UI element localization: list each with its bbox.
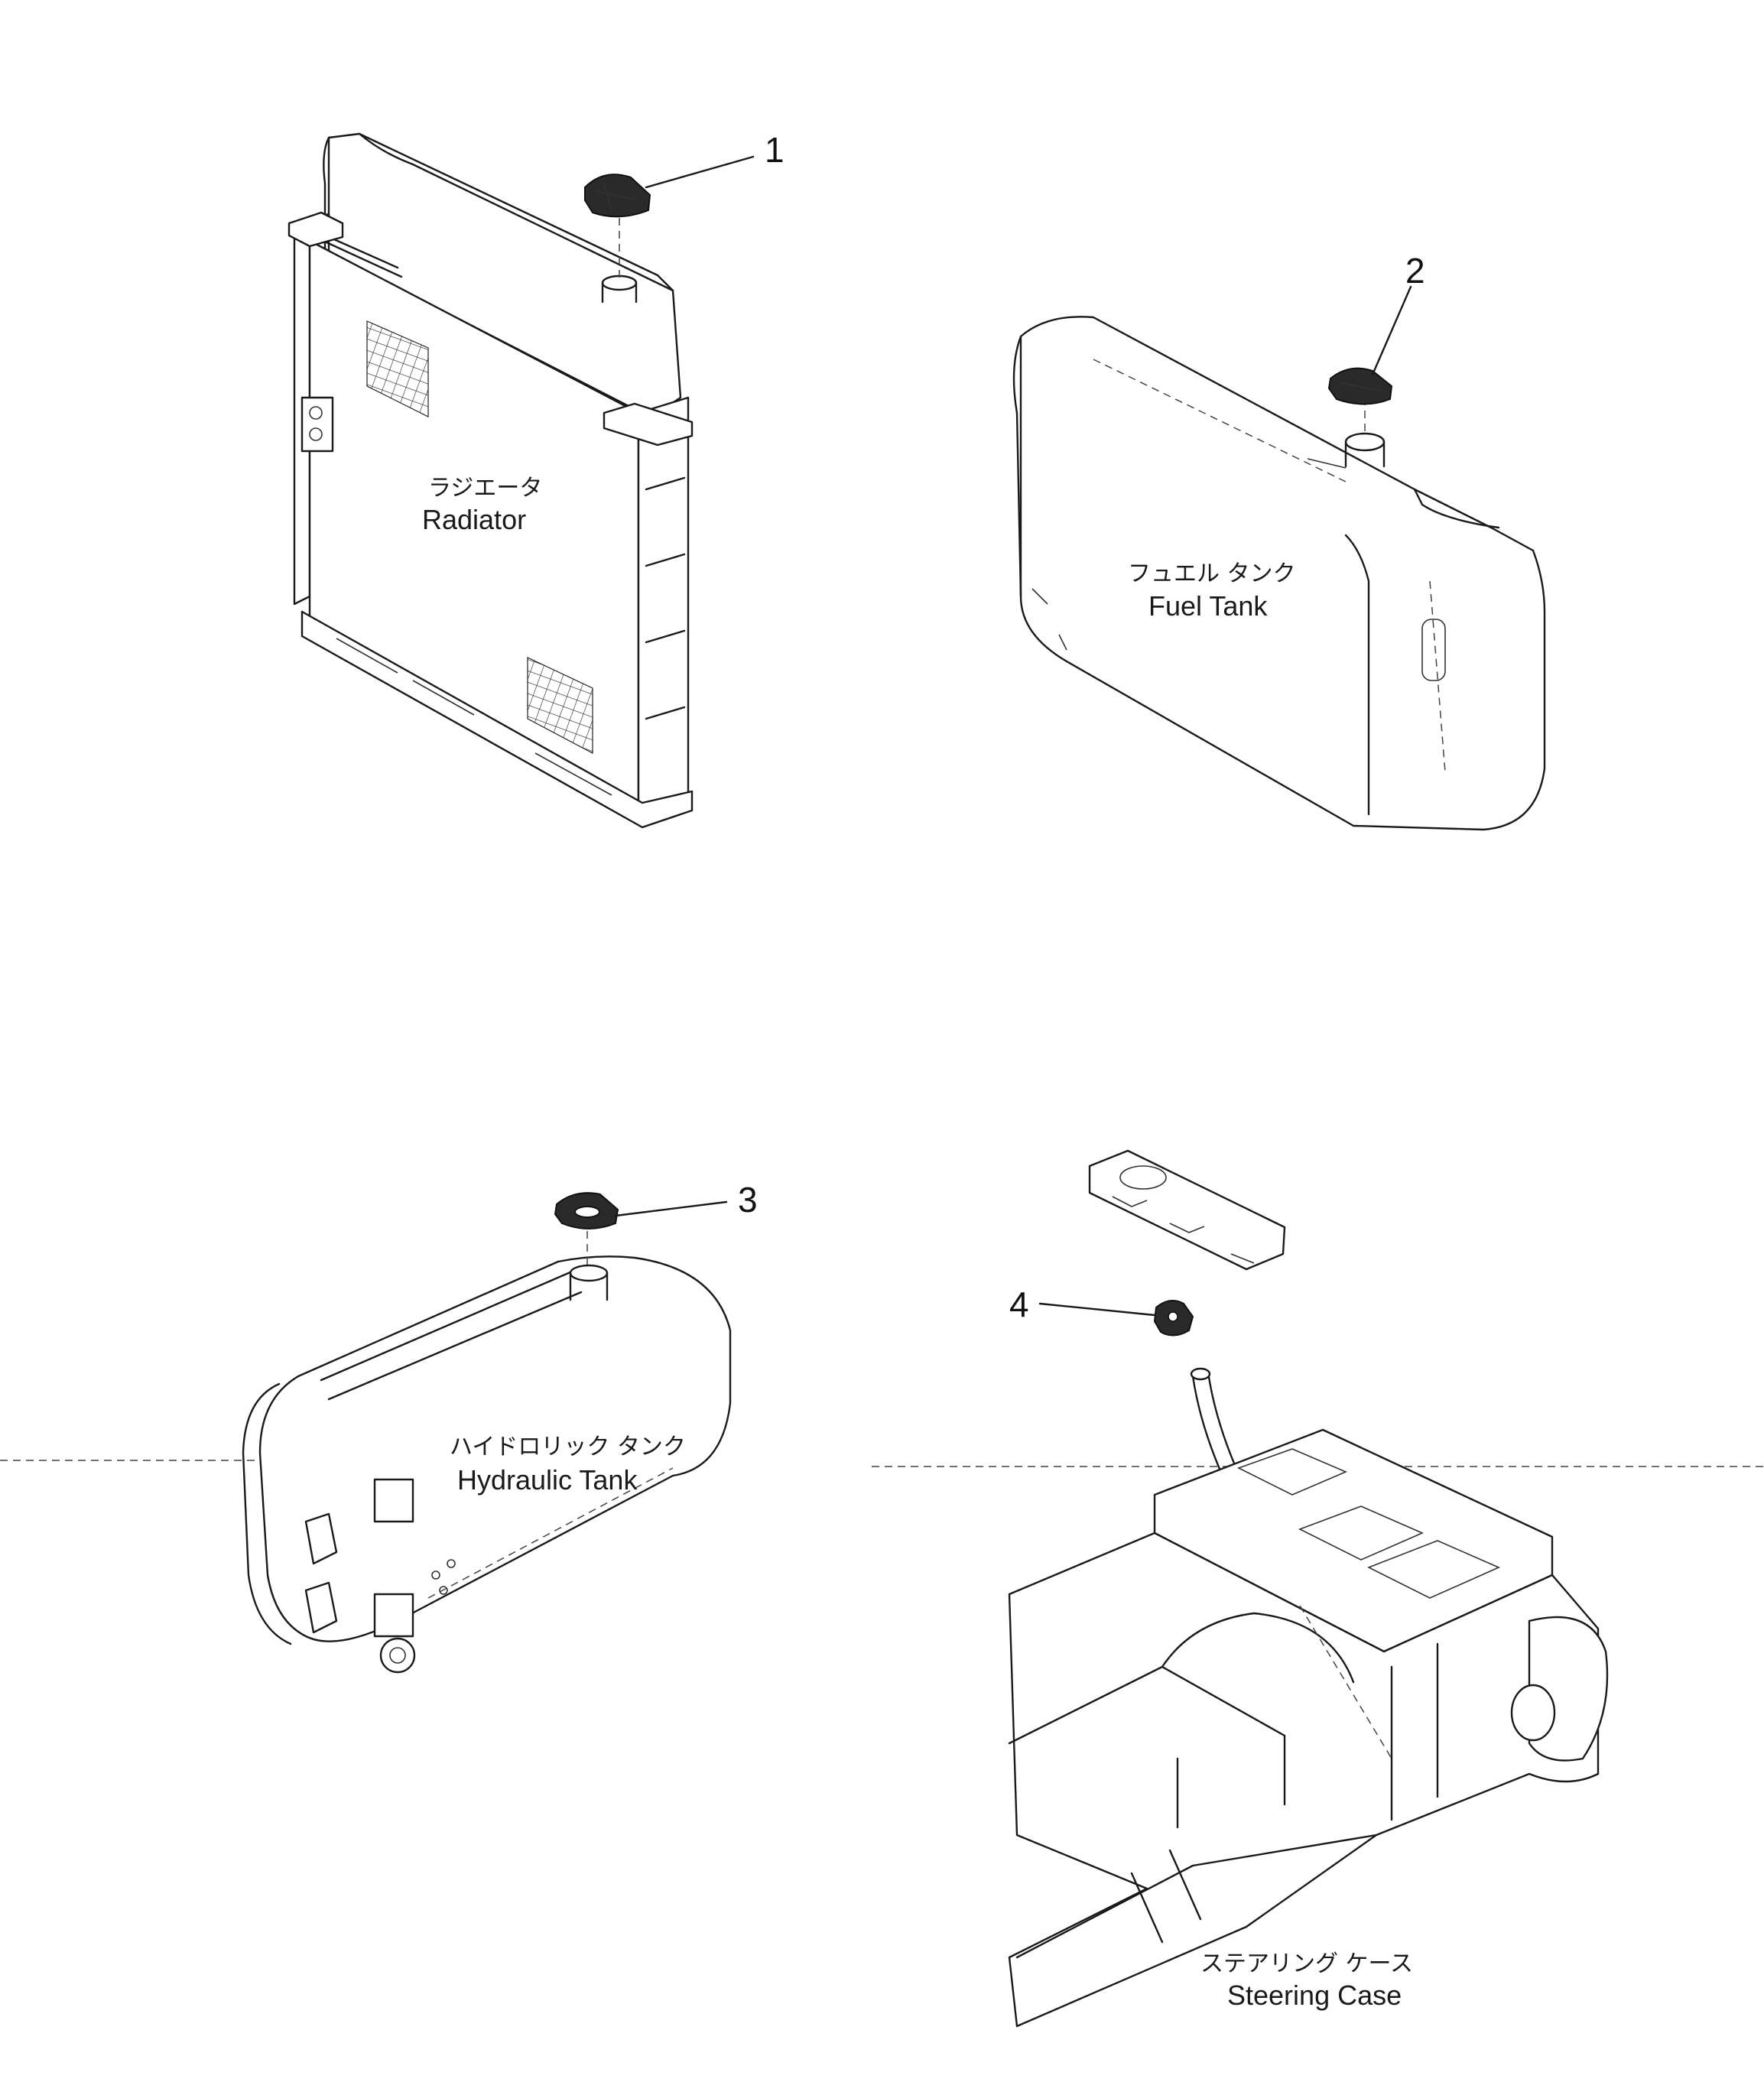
fuel-tank-label-jp: フュエル タンク <box>1128 560 1296 587</box>
radiator-label-jp: ラジエータ <box>428 475 542 502</box>
radiator-drawing <box>288 132 755 829</box>
steering-case-label-jp: ステアリング ケース <box>1200 1950 1413 1977</box>
callout-4: 4 <box>1009 1285 1029 1324</box>
hydraulic-tank-label-en: Hydraulic Tank <box>457 1464 638 1496</box>
callout-1: 1 <box>765 130 785 170</box>
fuel-tank-drawing <box>1012 285 1546 831</box>
radiator-label-en: Radiator <box>422 504 526 535</box>
callout-3: 3 <box>738 1180 758 1220</box>
hydraulic-tank-label-jp: ハイドロリック タンク <box>450 1434 686 1460</box>
hydraulic-tank-drawing <box>242 1192 732 1674</box>
steering-case-drawing <box>1008 1149 1609 2028</box>
callout-2: 2 <box>1405 251 1425 291</box>
fuel-tank-label-en: Fuel Tank <box>1148 590 1268 622</box>
steering-case-label-en: Steering Case <box>1227 1980 1402 2011</box>
